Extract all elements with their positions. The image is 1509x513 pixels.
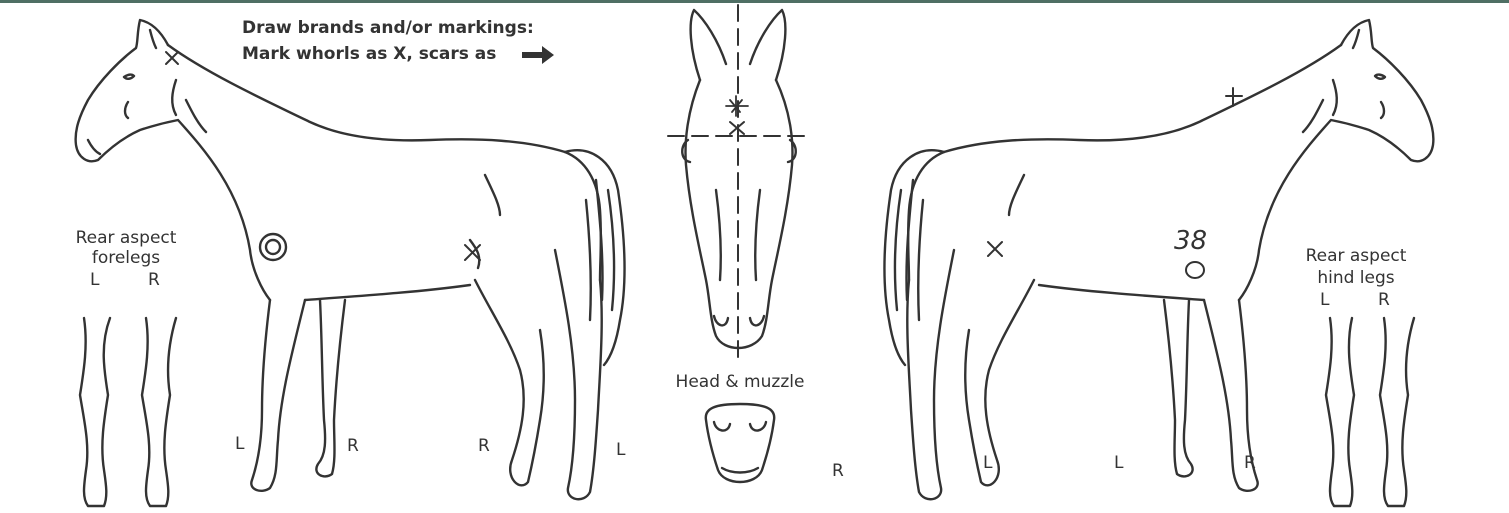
instructions: Draw brands and/or markings: Mark whorls… xyxy=(242,15,534,67)
left-horse-fore-near-label: L xyxy=(235,436,244,453)
left-horse-hind-near-label: L xyxy=(616,442,625,459)
instructions-line1: Draw brands and/or markings: xyxy=(242,15,534,41)
hindlegs-title-line2: hind legs xyxy=(1296,270,1416,287)
left-horse-fore-far-label: R xyxy=(347,438,359,455)
right-horse-fore-near-label: R xyxy=(1244,455,1256,472)
forelegs-right-label: R xyxy=(148,272,160,289)
head-muzzle-label: Head & muzzle xyxy=(660,374,820,391)
forelegs-rear-aspect xyxy=(80,318,176,506)
brand-number: 38 xyxy=(1174,228,1207,254)
hindlegs-left-label: L xyxy=(1320,292,1329,309)
forelegs-left-label: L xyxy=(90,272,99,289)
left-horse-hind-far-label: R xyxy=(478,438,490,455)
head-front-view xyxy=(668,5,812,360)
muzzle-front-view xyxy=(706,404,774,482)
hindlegs-rear-aspect xyxy=(1326,318,1414,506)
hindlegs-right-label: R xyxy=(1378,292,1390,309)
forelegs-title-line2: forelegs xyxy=(66,250,186,267)
right-horse-hind-far-label: L xyxy=(983,455,992,472)
right-horse-hind-near-label: R xyxy=(832,463,844,480)
right-horse-fore-far-label: L xyxy=(1114,455,1123,472)
instructions-line2: Mark whorls as X, scars as xyxy=(242,41,534,67)
forelegs-title-line1: Rear aspect xyxy=(66,230,186,247)
hindlegs-title-line1: Rear aspect xyxy=(1296,248,1416,265)
